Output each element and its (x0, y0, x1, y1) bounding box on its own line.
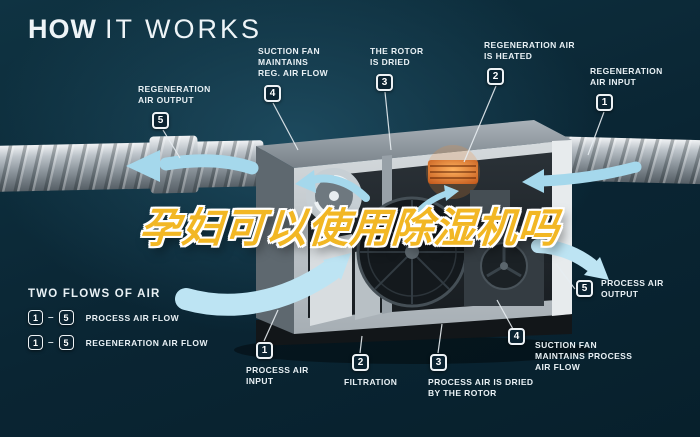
callout-number-badge: 5 (576, 280, 593, 297)
callout-rotor-is-dried: THE ROTOR IS DRIED 3 (370, 46, 424, 92)
callout-label: FILTRATION (344, 377, 398, 387)
legend-dash: – (48, 312, 54, 323)
callout-number-badge: 4 (508, 328, 525, 345)
title-word-light: IT WORKS (104, 14, 262, 44)
legend-dash: – (48, 337, 54, 348)
callout-label: SUCTION FAN MAINTAINS PROCESS AIR FLOW (535, 340, 633, 373)
callout-label: PROCESS AIR OUTPUT (601, 278, 664, 300)
callout-label: SUCTION FAN MAINTAINS REG. AIR FLOW (258, 46, 329, 79)
callout-number-badge: 5 (152, 112, 169, 130)
callout-process-air-input: 1 PROCESS AIR INPUT (246, 342, 309, 387)
callout-label: THE ROTOR IS DRIED (370, 46, 424, 68)
regeneration-input-arrow (522, 161, 642, 193)
process-fan-compartment (464, 190, 544, 306)
process-output-arrow (531, 239, 609, 280)
legend-end-badge: 5 (58, 310, 74, 325)
legend-two-flows: TWO FLOWS OF AIR 1 – 5 PROCESS AIR FLOW … (28, 288, 208, 350)
airflow-arrows (126, 150, 642, 316)
callout-number-badge: 4 (264, 85, 281, 103)
legend-end-badge: 5 (58, 335, 74, 350)
legend-label: REGENERATION AIR FLOW (85, 337, 208, 348)
callout-label: REGENERATION AIR INPUT (590, 66, 663, 88)
legend-row-process: 1 – 5 PROCESS AIR FLOW (28, 310, 208, 325)
callout-process-air-dried: 3 PROCESS AIR IS DRIED BY THE ROTOR (428, 354, 533, 399)
legend-start-badge: 1 (28, 335, 43, 350)
callout-number-badge: 1 (256, 342, 273, 359)
callout-label: PROCESS AIR IS DRIED BY THE ROTOR (428, 377, 534, 399)
callout-filtration: 2 FILTRATION (344, 354, 397, 388)
process-input-arrow (175, 253, 351, 316)
callout-regeneration-air-input: REGENERATION AIR INPUT 1 (590, 66, 663, 112)
callout-number-badge: 2 (487, 68, 504, 86)
heater (426, 145, 480, 199)
callout-suction-fan-reg: SUCTION FAN MAINTAINS REG. AIR FLOW 4 (258, 46, 329, 103)
callout-suction-fan-process: 4 SUCTION FAN MAINTAINS PROCESS AIR FLOW (508, 328, 632, 373)
callout-number-badge: 3 (430, 354, 447, 371)
machine-body (234, 120, 590, 364)
callout-number-badge: 3 (376, 74, 393, 92)
regeneration-output-arrow (126, 150, 259, 182)
callout-regeneration-air-output: REGENERATION AIR OUTPUT 5 (138, 84, 211, 130)
callout-label: REGENERATION AIR OUTPUT (138, 84, 211, 106)
chinese-overlay-headline: 孕妇可以使用除湿机吗 (138, 205, 562, 251)
rotor (356, 196, 468, 308)
title-word-bold: HOW (28, 14, 97, 44)
machine-top-face (256, 120, 572, 168)
callout-number-badge: 1 (596, 94, 613, 112)
rotor-to-heater-arrow (411, 185, 459, 219)
legend-row-regeneration: 1 – 5 REGENERATION AIR FLOW (28, 335, 208, 350)
callout-regeneration-air-heated: REGENERATION AIR IS HEATED 2 (484, 40, 575, 86)
callout-label: REGENERATION AIR IS HEATED (484, 40, 575, 62)
legend-start-badge: 1 (28, 310, 43, 325)
callout-label: PROCESS AIR INPUT (246, 365, 309, 387)
callout-process-air-output: 5 PROCESS AIR OUTPUT (576, 278, 664, 300)
callout-number-badge: 2 (352, 354, 369, 371)
legend-heading: TWO FLOWS OF AIR (28, 288, 161, 300)
fan-swirl-arrow (295, 170, 370, 202)
leader-lines (162, 85, 605, 354)
legend-label: PROCESS AIR FLOW (85, 312, 180, 323)
